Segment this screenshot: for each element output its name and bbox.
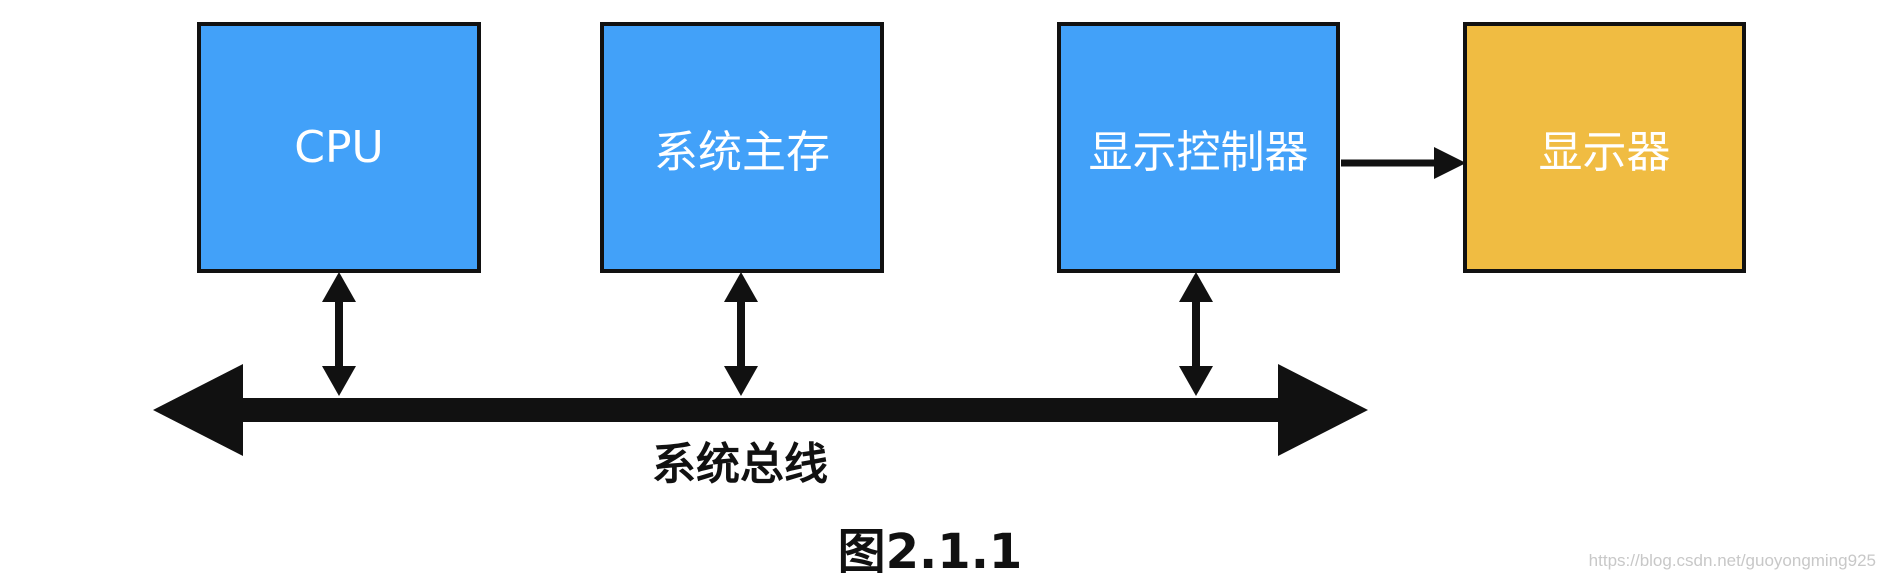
watermark-text: https://blog.csdn.net/guoyongming925	[1588, 551, 1876, 570]
display-controller-bus-arrow	[1179, 272, 1213, 396]
figure-caption: 图2.1.1	[837, 524, 1023, 580]
system-bus-label: 系统总线	[652, 439, 828, 490]
display-controller-box: 显示控制器	[1057, 22, 1340, 273]
system-memory-label: 系统主存	[654, 126, 830, 178]
system-memory-box: 系统主存	[600, 22, 884, 273]
controller-to-display-arrow	[1341, 147, 1466, 179]
cpu-box: CPU	[197, 22, 481, 273]
display-controller-label: 显示控制器	[1088, 126, 1309, 178]
cpu-bus-arrow	[322, 272, 356, 396]
system-bus-arrow	[153, 364, 1368, 456]
memory-bus-arrow	[724, 272, 758, 396]
display-box: 显示器	[1463, 22, 1746, 273]
display-label: 显示器	[1538, 126, 1671, 178]
cpu-label: CPU	[294, 122, 384, 173]
